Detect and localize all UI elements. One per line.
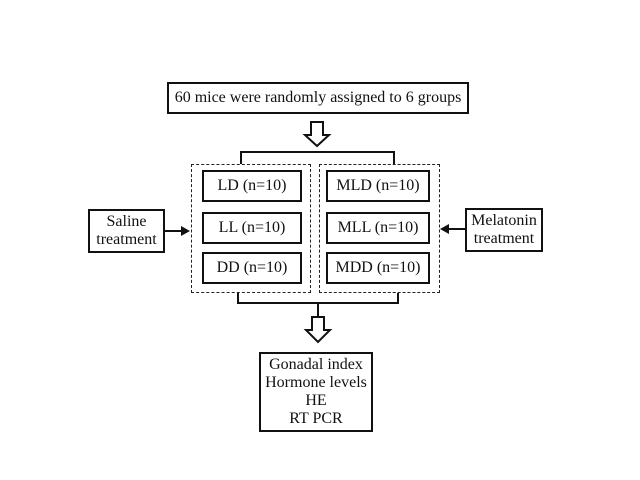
outcome-he: HE xyxy=(305,392,327,409)
outcomes-box: Gonadal index Hormone levels HE RT PCR xyxy=(259,352,373,432)
down-arrow-1 xyxy=(302,121,332,148)
group-mll-box: MLL (n=10) xyxy=(326,212,430,244)
group-ll-box: LL (n=10) xyxy=(202,212,302,244)
group-mdd-box: MDD (n=10) xyxy=(326,252,430,284)
group-mld-label: MLD (n=10) xyxy=(336,177,420,194)
saline-group-container xyxy=(191,164,311,293)
group-dd-label: DD (n=10) xyxy=(216,259,288,276)
title-text: 60 mice were randomly assigned to 6 grou… xyxy=(174,89,462,106)
saline-arrowhead xyxy=(181,226,190,236)
melatonin-arrowhead xyxy=(440,224,449,234)
outcome-rt-pcr: RT PCR xyxy=(289,410,343,427)
bottom-bracket xyxy=(237,293,399,317)
group-ll-label: LL (n=10) xyxy=(218,219,286,236)
group-ld-box: LD (n=10) xyxy=(202,170,302,202)
saline-line1: Saline xyxy=(106,213,147,230)
top-bracket xyxy=(240,151,395,164)
title-box: 60 mice were randomly assigned to 6 grou… xyxy=(167,82,469,114)
melatonin-treatment-box: Melatonin treatment xyxy=(465,208,543,252)
melatonin-line1: Melatonin xyxy=(471,212,537,229)
saline-treatment-box: Saline treatment xyxy=(88,209,165,253)
group-mll-label: MLL (n=10) xyxy=(337,219,419,236)
group-ld-label: LD (n=10) xyxy=(217,177,287,194)
outcome-gonadal-index: Gonadal index xyxy=(269,356,363,373)
saline-line2: treatment xyxy=(96,231,157,248)
group-mld-box: MLD (n=10) xyxy=(326,170,430,202)
melatonin-line2: treatment xyxy=(473,230,535,247)
group-dd-box: DD (n=10) xyxy=(202,252,302,284)
group-mdd-label: MDD (n=10) xyxy=(335,259,421,276)
outcome-hormone-levels: Hormone levels xyxy=(265,374,367,391)
down-arrow-2 xyxy=(303,316,333,344)
melatonin-group-container xyxy=(319,164,440,293)
